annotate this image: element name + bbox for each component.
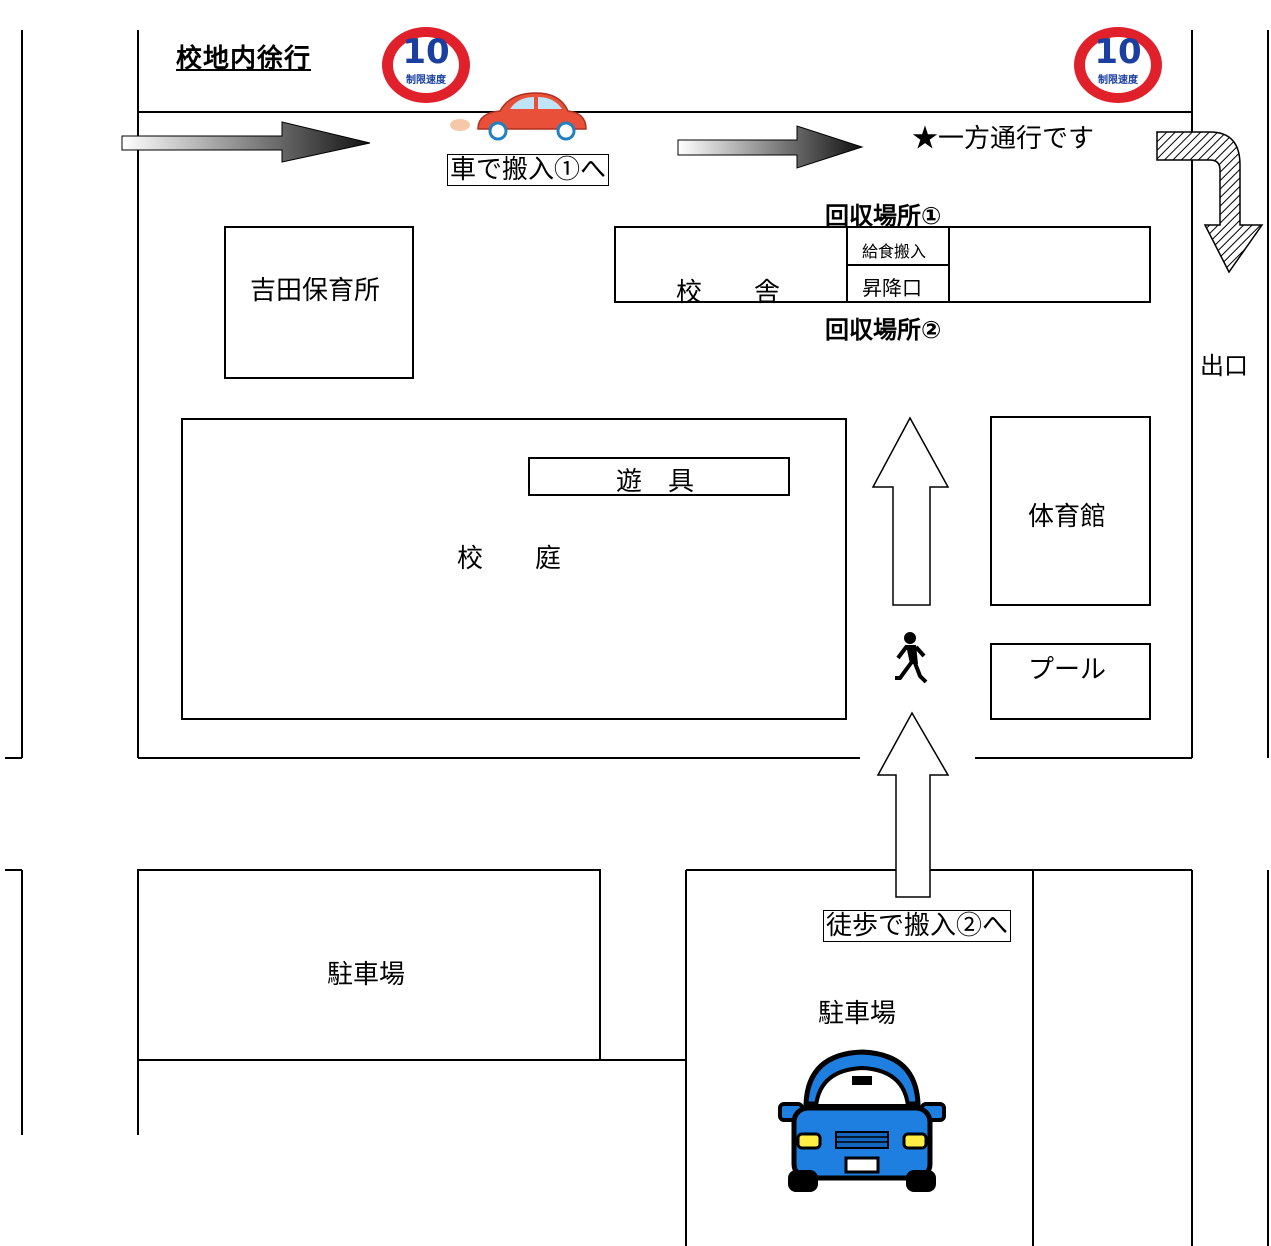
- parking-right-label: 駐車場: [818, 999, 897, 1029]
- nursery-label: 吉田保育所: [250, 276, 381, 306]
- gym-label: 体育館: [1028, 502, 1107, 532]
- speed-limit-sign-icon: 10 制限速度: [380, 25, 472, 105]
- speed-sign-caption: 制限速度: [406, 75, 446, 86]
- nursery-building: 吉田保育所: [224, 226, 414, 379]
- red-car-icon: [448, 85, 588, 145]
- speed-limit-sign-icon: 10 制限速度: [1072, 25, 1164, 105]
- car-entry-notice: 車で搬入①へ: [447, 154, 610, 186]
- exit-label: 出口: [1200, 352, 1248, 380]
- collection-point-1: 回収場所①: [825, 202, 942, 230]
- page-title: 校地内徐行: [176, 44, 312, 74]
- exit-arrow-icon: [1156, 131, 1264, 274]
- collection-point-2: 回収場所②: [825, 316, 942, 344]
- pool: プール: [990, 643, 1151, 720]
- speed-sign-number: 10: [1094, 32, 1142, 72]
- speed-sign-number: 10: [402, 32, 450, 72]
- parking-left-label: 駐車場: [327, 960, 406, 990]
- flow-arrow-icon: [121, 121, 371, 163]
- schoolyard-label: 校 庭: [457, 544, 562, 574]
- playground-equipment-label: 遊 具: [616, 467, 695, 497]
- schoolyard: 遊 具 校 庭: [181, 418, 847, 720]
- entrance-box: 昇降口: [846, 264, 950, 303]
- lunch-delivery-box: 給食搬入: [846, 226, 950, 266]
- entrance-label: 昇降口: [862, 276, 922, 300]
- blue-car-icon: [776, 1046, 948, 1198]
- flow-arrow-icon: [871, 416, 950, 606]
- flow-arrow-icon: [876, 711, 950, 898]
- speed-sign-caption: 制限速度: [1098, 75, 1138, 86]
- walk-entry-notice: 徒歩で搬入②へ: [823, 910, 1012, 942]
- pool-label: プール: [1028, 655, 1107, 685]
- pedestrian-icon: [890, 630, 930, 688]
- lunch-delivery-label: 給食搬入: [862, 242, 927, 261]
- one-way-notice: ★一方通行です: [912, 124, 1095, 154]
- flow-arrow-icon: [677, 125, 864, 169]
- school-label: 校 舎: [676, 278, 781, 308]
- gym-building: 体育館: [990, 416, 1151, 606]
- playground-equipment: 遊 具: [528, 457, 790, 497]
- school-building: 校 舎 給食搬入 昇降口: [614, 226, 1151, 308]
